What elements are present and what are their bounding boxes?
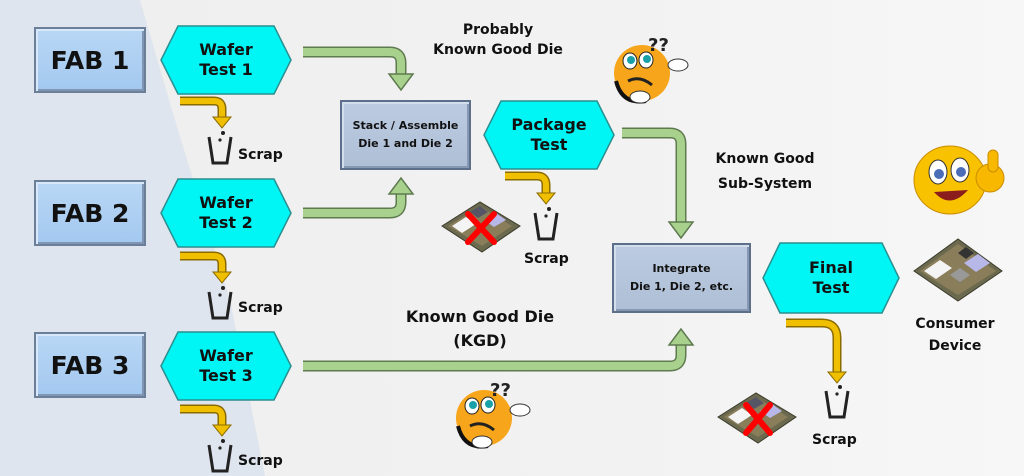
scrap-arrow-2: [180, 251, 233, 284]
thumbs-up-face-icon: [913, 145, 1005, 215]
scrap-label-2: Scrap: [238, 300, 283, 316]
fab-1-label: FAB 1: [50, 45, 130, 75]
wafer-test-1-line1: Wafer: [199, 40, 253, 59]
scrap-arrow-1: [180, 96, 233, 129]
scrap-label-final: Scrap: [812, 432, 857, 448]
wafer-test-2-line2: Test 2: [199, 213, 253, 232]
final-test-line1: Final: [808, 258, 854, 277]
fab-2-box: FAB 2: [34, 180, 146, 246]
integrate-line2: Die 1, Die 2, etc.: [629, 280, 734, 293]
package-test-line2: Test: [530, 135, 568, 154]
fab-3-box: FAB 3: [34, 332, 146, 398]
thinking-face-icon: ??: [614, 35, 689, 104]
flow-arrow-wafer1-to-stack: [303, 46, 415, 92]
thinking-face-icon: ??: [456, 380, 531, 449]
flow-arrow-wafer3-to-integrate: [303, 327, 695, 372]
rejected-chip-icon: [441, 201, 521, 253]
fab-1-box: FAB 1: [34, 27, 146, 93]
rejected-chip-icon: [717, 392, 797, 444]
flow-arrow-wafer2-to-stack: [303, 176, 415, 219]
wafer-test-2-line1: Wafer: [199, 193, 253, 212]
known-good-subsystem-label: Known Good Sub-System: [715, 151, 815, 193]
scrap-arrow-final: [786, 318, 848, 384]
trash-bin-icon: [207, 439, 233, 473]
scrap-arrow-package: [505, 171, 557, 205]
integrate-line1: Integrate: [652, 262, 711, 276]
wafer-test-3-line2: Test 3: [199, 366, 253, 385]
kgd-label: Known Good Die (KGD): [405, 307, 555, 350]
stack-line2: Die 1 and Die 2: [358, 137, 453, 150]
scrap-label-1: Scrap: [238, 147, 283, 163]
trash-bin-icon: [207, 286, 233, 320]
final-test-line2: Test: [812, 278, 850, 297]
scrap-arrow-3: [180, 404, 233, 437]
svg-text:??: ??: [648, 35, 669, 56]
wafer-test-1-line2: Test 1: [199, 60, 253, 79]
package-test-line1: Package: [511, 115, 587, 134]
probably-kgd-label: Probably Known Good Die: [433, 22, 563, 59]
fab-2-label: FAB 2: [50, 198, 130, 228]
trash-bin-icon: [824, 385, 850, 419]
svg-text:??: ??: [490, 380, 511, 401]
trash-bin-icon: [533, 207, 559, 241]
trash-bin-icon: [207, 131, 233, 165]
stack-line1: Stack / Assemble: [352, 119, 459, 133]
fab-3-label: FAB 3: [50, 350, 130, 380]
scrap-label-3: Scrap: [238, 453, 283, 469]
wafer-test-3-line1: Wafer: [199, 346, 253, 365]
flow-arrow-package-to-integrate: [622, 127, 695, 240]
consumer-device-chip-icon: [913, 238, 1003, 302]
consumer-device-label: Consumer Device: [915, 316, 995, 355]
scrap-label-package: Scrap: [524, 251, 569, 267]
